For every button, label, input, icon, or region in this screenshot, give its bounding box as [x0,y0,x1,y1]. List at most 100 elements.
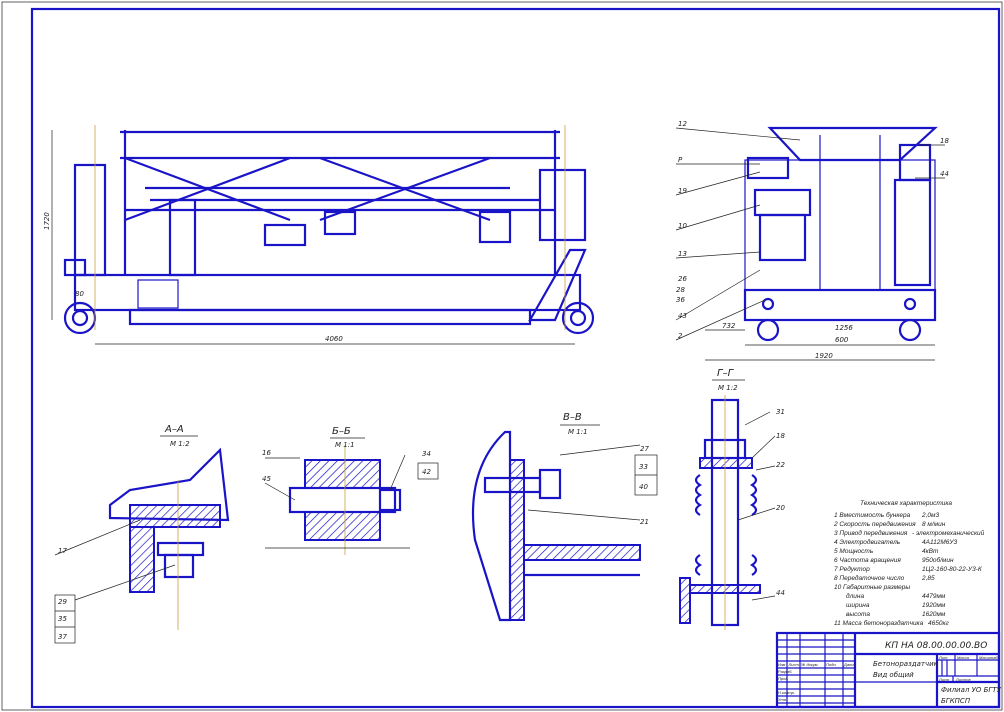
callout: 36 [676,296,685,304]
section-bb-title: Б–Б [332,426,351,437]
callout: 33 [639,463,648,471]
tech-title: Техническая характеристика [860,500,952,507]
callout: 42 [422,468,431,476]
tech-label: ширина [846,602,870,609]
dimension-inner: 1256 [835,324,853,332]
organization-line2: БГКПСП [941,697,971,705]
side-view [675,126,945,361]
drawing-view: Вид общий [873,671,914,679]
tech-label: 10 Габаритные размеры [834,583,910,591]
tb-label: Утв. [778,697,787,702]
inner-frame [30,7,1001,709]
section-bb [264,437,410,555]
callout: 16 [262,449,271,457]
tech-label: 6 Частота вращения [834,557,901,564]
tb-label: Лист [938,677,950,682]
tb-label: Подп. [826,662,837,667]
callout: 45 [262,475,271,483]
document-code: КП НА 08.00.00.00.ВО [885,641,987,651]
callout: 12 [678,120,687,128]
dimension-width: 1920 [815,352,833,360]
section-vv-scale: М 1:1 [568,428,588,436]
tech-value: 1920мм [922,602,946,609]
tech-label: высота [846,611,870,618]
dimension-left: 732 [722,322,736,330]
title-block [775,631,1001,709]
callout: 20 [776,504,785,512]
tech-value: 4кВт [922,548,939,555]
callout: 22 [776,461,785,469]
section-aa-title: А–А [164,424,184,435]
side-view-callouts: 12 Р 19 10 13 26 28 36 43 2 18 44 1920 1… [676,120,949,360]
callout: 21 [640,518,649,526]
callout: 19 [678,187,687,195]
tech-label: 4 Электродвигатель [834,538,901,546]
callout: 28 [676,286,685,294]
callout: 18 [776,432,785,440]
callout: 35 [58,615,67,623]
callout: 17 [58,547,67,555]
tech-label: 5 Мощность [834,548,874,555]
tb-label: № докум. [801,662,819,667]
tech-label: 1 Вместимость бункера [834,511,911,519]
tech-value: 4479мм [922,593,946,600]
tech-label: 2 Скорость передвижения [833,520,916,528]
tech-value: 4650кг [928,620,950,627]
tech-value: 950об/мин [922,556,954,564]
tb-label: Масса [957,655,970,660]
tb-label: Лист [788,662,800,667]
callout: 26 [678,275,687,283]
callout: 2 [678,332,683,340]
tb-label: Масштаб [979,655,998,660]
dimension-length: 4060 [325,335,343,343]
tb-label: Изм [778,662,786,667]
callout: 44 [776,589,785,597]
drawing-name: Бетонораздатчик [873,660,939,668]
section-bb-scale: М 1:1 [335,441,355,449]
section-gg [679,379,776,630]
section-vv [471,424,658,622]
callout: 29 [58,598,67,606]
tech-value: 8 м/мин [922,521,946,528]
tech-characteristics: Техническая характеристика 1 Вместимость… [833,500,985,627]
tech-value: 2,0м3 [921,512,939,519]
callout: 18 [940,137,949,145]
section-gg-title: Г–Г [717,368,735,379]
callout: 44 [940,170,949,178]
section-aa-scale: М 1:2 [170,440,190,448]
dimension-small: 80 [75,290,84,298]
tech-label: 11 Масса бетонораздатчика [834,619,924,627]
callout: 10 [678,222,687,230]
tb-label: Дата [843,662,855,667]
callout: 34 [422,450,431,458]
section-gg-scale: М 1:2 [718,384,738,392]
tech-label: 8 Передаточное число [834,574,905,582]
callout: 27 [640,445,649,453]
tb-label: Н.контр. [778,690,795,695]
section-aa [54,435,230,644]
callout: 43 [678,312,687,320]
callout: 31 [776,408,785,416]
tech-value: 1620мм [922,611,946,618]
callout: Р [678,156,683,164]
tech-label: 7 Редуктор [834,565,870,573]
tb-label: Пров. [778,676,789,681]
dimension-height: 1720 [43,212,51,230]
tech-label: 3 Привод передвижения [834,529,908,537]
title-block-labels: Изм Лист № докум. Подп. Дата Разраб. Про… [778,655,998,702]
section-vv-title: В–В [563,412,582,423]
dimension-mid: 600 [835,336,849,344]
tech-value: - электромеханический [912,529,985,537]
front-view [51,125,595,345]
tech-value: 1Ц2-160-80-22-У3-К [922,566,983,573]
tech-label: длина [846,592,864,600]
organization-line1: Филиал УО БГТУ [941,686,1002,694]
tech-value: 2,85 [921,575,935,582]
tech-value: 4А112М6У3 [922,539,957,546]
tb-label: Разраб. [778,669,792,674]
callout: 40 [639,483,648,491]
callout: 13 [678,250,687,258]
callout: 37 [58,633,67,641]
